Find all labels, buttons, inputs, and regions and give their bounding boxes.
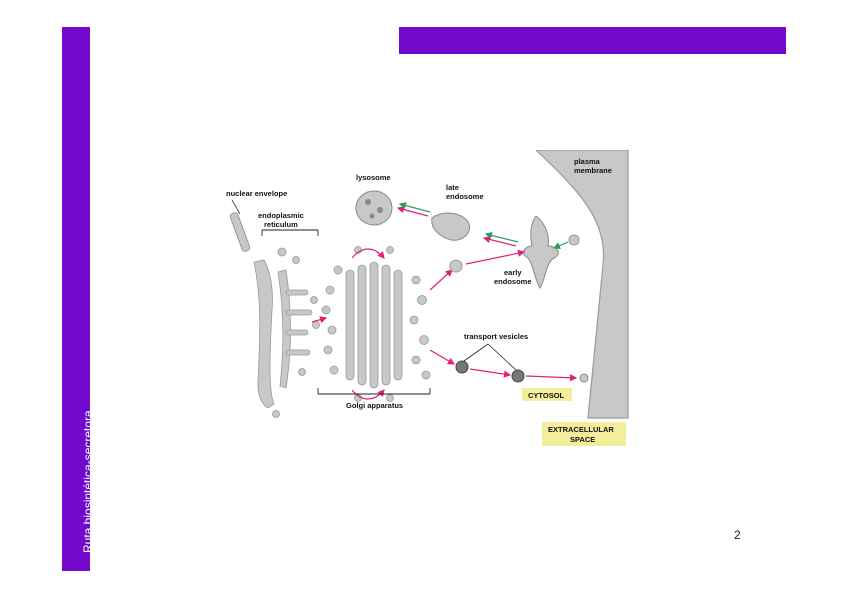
early-endosome (523, 215, 559, 289)
plasma-membrane (535, 150, 629, 419)
extracellular-box (542, 422, 626, 446)
membrane-vesicle (579, 373, 589, 383)
label-plasma-membrane-1: plasma (574, 157, 601, 166)
label-late-endosome-1: late (446, 183, 459, 192)
label-nuclear-envelope: nuclear envelope (226, 189, 287, 198)
vesicle (449, 259, 463, 273)
page-number: 2 (734, 528, 741, 542)
lysosome (355, 190, 393, 226)
golgi-apparatus (321, 246, 431, 402)
cytosol-box (522, 388, 572, 401)
label-er-1: endoplasmic (258, 211, 304, 220)
late-endosome (431, 212, 470, 241)
sidebar-band: Ruta biosintética-secretora (62, 27, 95, 571)
label-early-endosome-2: endosome (494, 277, 532, 286)
label-transport-vesicles: transport vesicles (464, 332, 528, 341)
transport-vesicle (455, 360, 469, 374)
label-late-endosome-2: endosome (446, 192, 484, 201)
header-band (399, 27, 786, 54)
label-golgi: Golgi apparatus (346, 401, 403, 410)
endoplasmic-reticulum (253, 247, 320, 418)
label-extracellular-1: EXTRACELLULAR (548, 425, 614, 434)
membrane-vesicle (568, 234, 580, 246)
label-plasma-membrane-2: membrane (574, 166, 612, 175)
nuclear-envelope-shape (229, 212, 251, 252)
transport-vesicle (511, 369, 525, 383)
sidebar-title: Ruta biosintética-secretora (81, 410, 95, 553)
label-er-2: reticulum (264, 220, 298, 229)
label-cytosol: CYTOSOL (528, 391, 565, 400)
label-lysosome: lysosome (356, 173, 391, 182)
label-early-endosome-1: early (504, 268, 522, 277)
label-extracellular-2: SPACE (570, 435, 595, 444)
secretory-pathway-diagram: nuclear envelope endoplasmic reticulum l… (226, 150, 629, 446)
